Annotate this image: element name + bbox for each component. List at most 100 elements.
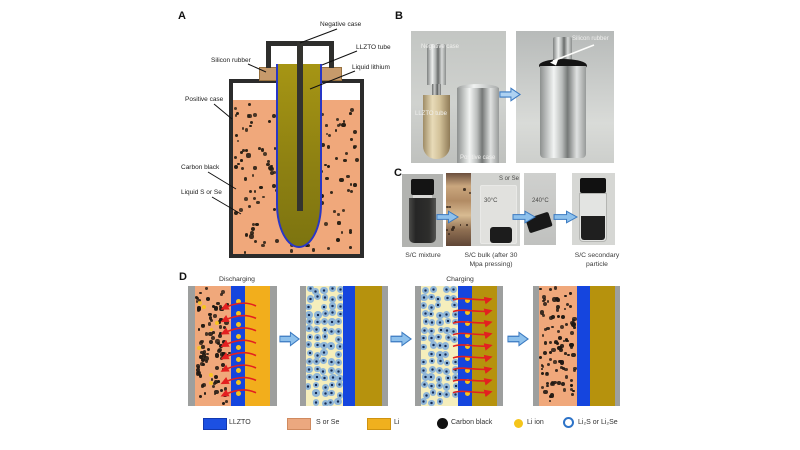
- carbon-black-dot: [215, 339, 220, 344]
- li2s-particle: [452, 358, 458, 366]
- carbon-black-dot: [214, 379, 219, 384]
- li2s-particle: [329, 309, 337, 317]
- carbon-black-dot: [211, 385, 215, 389]
- label-discharging: Discharging: [219, 276, 255, 283]
- carbon-black-dot: [206, 348, 210, 352]
- carbon-black-dot: [224, 320, 229, 325]
- li2s-particle: [314, 318, 321, 326]
- carbon-black-dot: [202, 383, 207, 388]
- furnace-mark: [446, 205, 449, 209]
- li2s-particle: [306, 365, 313, 374]
- li2s-particle: [319, 357, 327, 365]
- case-layer: [497, 286, 503, 406]
- carbon-black-dot: [350, 138, 353, 141]
- carbon-black-dot: [570, 393, 574, 397]
- li2s-particle: [326, 342, 335, 351]
- annotation-s-or-se: S or Se: [499, 176, 520, 182]
- li2s-particle: [428, 293, 435, 301]
- arrow-b-assemble: [499, 87, 521, 102]
- carbon-black-dot: [218, 304, 223, 309]
- li2s-particle: [444, 333, 452, 342]
- li-ion-dot: [235, 379, 241, 385]
- carbon-black-dot: [545, 371, 549, 375]
- li2s-particle: [421, 373, 430, 381]
- photo-melted-pellet: 240°C: [524, 173, 556, 245]
- carbon-black-dot: [197, 328, 201, 331]
- li2s-particle: [435, 350, 444, 359]
- carbon-black-dot: [249, 234, 254, 239]
- carbon-black-dot: [233, 211, 238, 216]
- li-ion-dot: [235, 310, 241, 316]
- carbon-black-dot: [553, 339, 558, 344]
- carbon-black-dot: [569, 320, 575, 325]
- carbon-black-dot: [556, 315, 560, 319]
- cathode-layer: [539, 286, 577, 406]
- carbon-black-dot: [201, 357, 206, 363]
- carbon-black-dot: [543, 341, 548, 346]
- carbon-black-dot: [562, 388, 567, 392]
- carbon-black-dot: [207, 322, 212, 326]
- legend-label-llzto: LLZTO: [229, 419, 251, 426]
- carbon-black-dot: [551, 325, 555, 329]
- carbon-black-dot: [349, 231, 352, 234]
- carbon-black-dot: [334, 129, 338, 132]
- carbon-black-dot: [259, 186, 263, 190]
- silicon-rubber-right: [321, 67, 342, 81]
- carbon-black-dot: [539, 287, 543, 291]
- carbon-black-dot: [569, 305, 573, 309]
- carbon-black-dot: [539, 355, 543, 359]
- carbon-black-dot: [271, 113, 276, 118]
- carbon-black-dot: [200, 339, 205, 344]
- carbon-black-dot: [205, 360, 209, 364]
- li2s-particle: [314, 334, 322, 342]
- li2s-particle: [429, 286, 437, 294]
- carbon-black-dot: [245, 128, 249, 132]
- li-ion-dot: [235, 345, 241, 350]
- carbon-black-dot: [354, 158, 359, 163]
- li2s-particle: [322, 383, 330, 391]
- li2s-particle: [306, 318, 314, 326]
- li2s-particle: [427, 303, 435, 311]
- carbon-black-dot: [218, 325, 223, 329]
- li2s-particle: [321, 304, 328, 311]
- arrow-d1: [279, 331, 300, 347]
- carbon-black-dot: [348, 246, 352, 249]
- li-ion-dot: [465, 321, 470, 327]
- carbon-black-dot: [334, 156, 339, 161]
- case-layer: [533, 286, 539, 406]
- li2s-particle: [321, 317, 329, 325]
- li2s-layer: [306, 286, 343, 406]
- carbon-black-dot: [261, 243, 265, 247]
- label-silicon-rubber: Silicon rubber: [211, 57, 251, 64]
- li-ion-dot: [465, 298, 470, 303]
- carbon-black-dot: [267, 119, 272, 123]
- li2s-particle: [428, 382, 435, 390]
- carbon-black-dot: [540, 386, 544, 390]
- legend-label-li-ion: Li ion: [527, 419, 544, 426]
- carbon-black-dot: [213, 382, 217, 386]
- li2s-particle: [328, 327, 336, 335]
- carbon-black-dot: [541, 364, 545, 368]
- li2s-particle: [434, 301, 442, 309]
- photo-label-negative-case: Negative case: [421, 44, 460, 50]
- carbon-black-dot: [353, 183, 357, 187]
- li2s-particle: [306, 324, 314, 333]
- li2s-particle: [428, 358, 436, 365]
- carbon-black-dot: [233, 155, 238, 160]
- carbon-black-dot: [212, 330, 215, 334]
- li2s-particle: [334, 317, 342, 326]
- carbon-black-dot: [246, 153, 251, 158]
- carbon-black-dot: [546, 300, 550, 303]
- carbon-black-dot: [569, 345, 574, 350]
- carbon-black-dot: [353, 129, 358, 134]
- label-liquid-s-or-se: Liquid S or Se: [181, 189, 222, 196]
- carbon-black-dot: [253, 113, 257, 118]
- carbon-black-dot: [320, 143, 325, 147]
- legend-label-carbon-black: Carbon black: [451, 419, 493, 426]
- carbon-black-dot: [562, 367, 565, 370]
- carbon-black-dot: [572, 389, 575, 393]
- carbon-black-dot: [564, 352, 567, 355]
- carbon-black-dot: [203, 392, 207, 395]
- carbon-black-dot: [540, 367, 544, 371]
